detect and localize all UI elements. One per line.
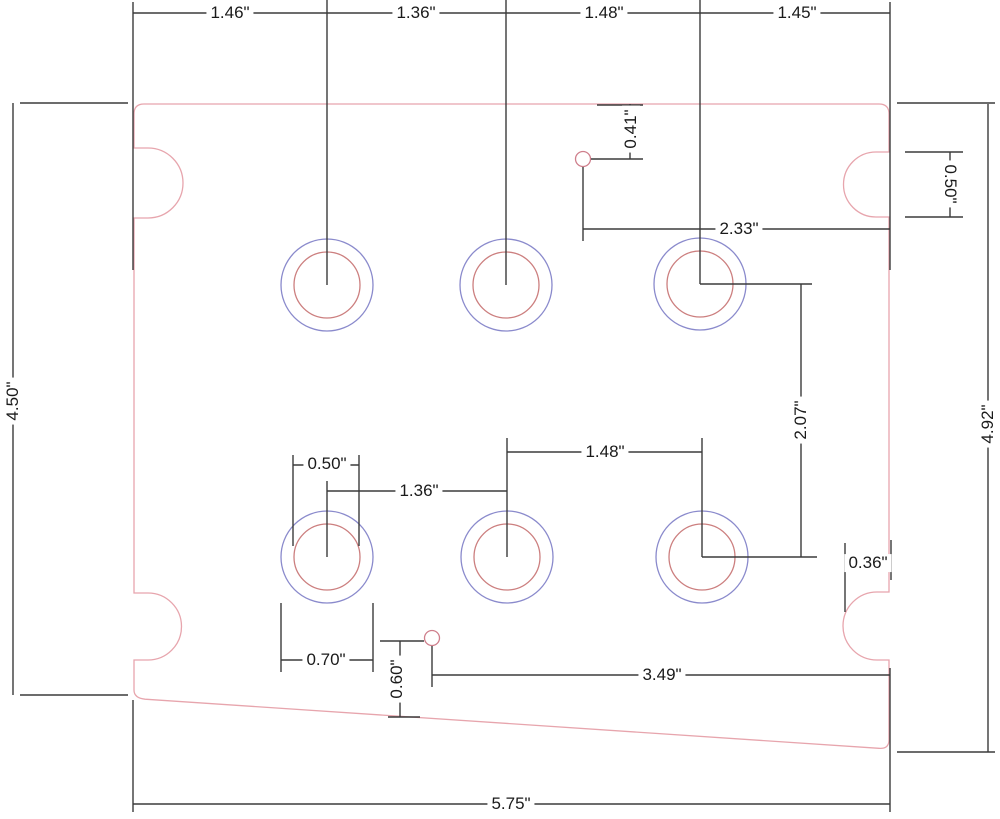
dim-label-hole-inner-diameter: 0.50" [303, 455, 351, 473]
pilot-holes [423, 150, 592, 647]
dim-label-hole-outer-diameter: 0.70" [302, 651, 350, 669]
dim-label-right-notch-height: 0.50" [941, 160, 960, 208]
dim-label-right-height: 4.92" [978, 400, 997, 448]
dim-label-top-spacing-3: 1.48" [580, 4, 628, 22]
dim-label-bottom-width: 5.75" [487, 795, 535, 813]
pilot-hole-circle [574, 150, 592, 168]
mounting-holes [280, 237, 749, 604]
dim-label-left-height: 4.50" [3, 377, 22, 425]
dim-label-top-spacing-2: 1.36" [392, 4, 440, 22]
dim-label-lower-pilot-to-edge: 3.49" [638, 666, 686, 684]
dim-label-upper-pilot-offset: 0.41" [621, 105, 640, 153]
dim-label-upper-pilot-to-edge: 2.33" [715, 220, 763, 238]
dimension-lines [12, 0, 995, 812]
dim-label-lower-pilot-offset: 0.60" [387, 655, 406, 703]
part-outline-group [133, 103, 890, 749]
dim-label-row-spacing: 2.07" [791, 396, 810, 444]
pilot-hole-circle [423, 629, 441, 647]
dim-label-bottom-spacing-1: 1.36" [395, 482, 443, 500]
part-outline [133, 103, 890, 749]
dim-label-top-spacing-1: 1.46" [206, 4, 254, 22]
dim-label-bottom-spacing-2: 1.48" [581, 443, 629, 461]
dim-label-right-notch-depth: 0.36" [844, 554, 892, 572]
dim-label-top-spacing-4: 1.45" [773, 4, 821, 22]
